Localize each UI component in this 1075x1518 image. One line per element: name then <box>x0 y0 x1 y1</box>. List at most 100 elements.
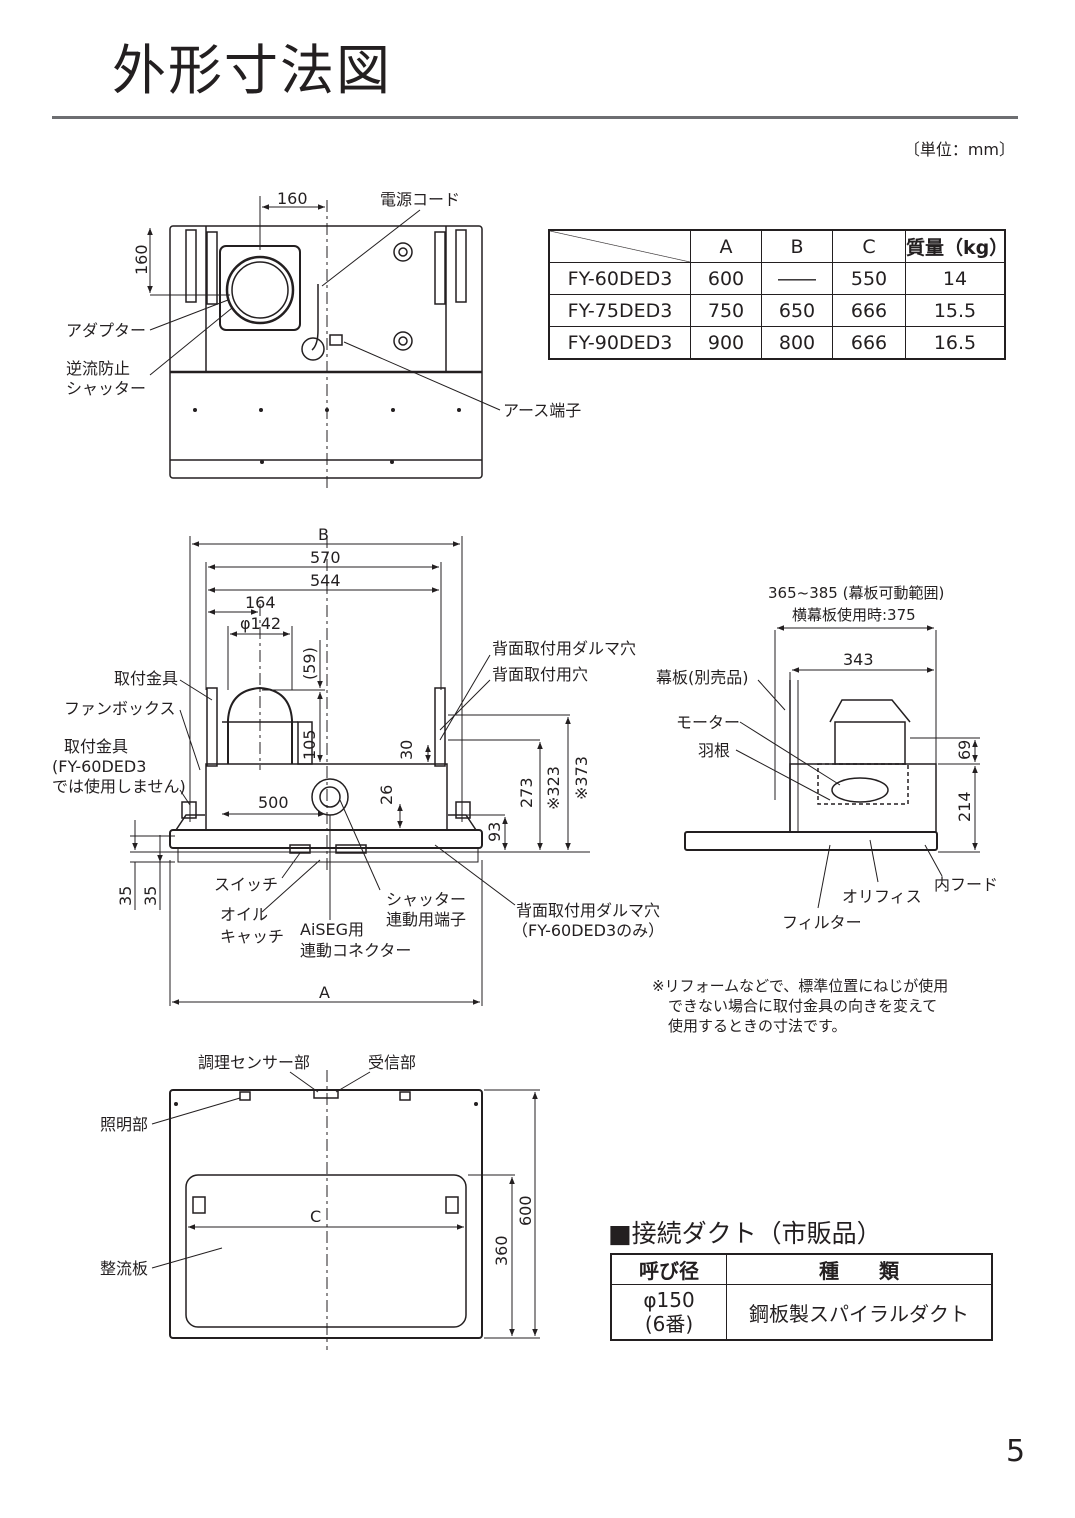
cell-mass: 15.5 <box>905 294 1006 327</box>
note-line-2: できない場合に取付金具の向きを変えて <box>668 997 938 1015</box>
label-bracket2-2: (FY-60DED3 <box>52 757 146 776</box>
duct-table: 呼び径 種 類 φ150 (6番) 鋼板製スパイラルダクト <box>610 1253 993 1341</box>
label-earth: アース端子 <box>503 401 581 420</box>
table-row: φ150 (6番) 鋼板製スパイラルダクト <box>610 1284 993 1341</box>
label-shutter-term-2: 連動用端子 <box>386 910 466 929</box>
cell-mass: 16.5 <box>905 326 1006 360</box>
dim-b: B <box>318 525 329 544</box>
label-switch: スイッチ <box>214 875 278 894</box>
label-baffle: 整流板 <box>100 1259 148 1278</box>
label-inner-hood: 内フード <box>934 875 998 894</box>
label-light: 照明部 <box>100 1115 148 1134</box>
duct-section-title: ■接続ダクト（市販品） <box>608 1219 882 1248</box>
label-panel: 幕板(別売品) <box>656 668 749 687</box>
dim-range-1: 365~385 (幕板可動範囲) <box>768 584 944 602</box>
label-sensor: 調理センサー部 <box>198 1053 310 1072</box>
dim-a: A <box>319 983 330 1002</box>
dim-30: 30 <box>397 740 416 760</box>
cell-b: 650 <box>761 294 833 327</box>
dim-373: ※373 <box>572 756 591 800</box>
cell-type: 鋼板製スパイラルダクト <box>726 1284 993 1341</box>
cell-c: 666 <box>832 326 906 360</box>
size-line-2: (6番) <box>644 1312 694 1336</box>
cell-model: FY-90DED3 <box>548 326 691 360</box>
spec-table: A B C 質量（kg） FY-60DED3 600 ―― 550 14 FY-… <box>548 229 1008 360</box>
dim-360: 360 <box>492 1235 511 1266</box>
front-view-labels: B 570 544 164 φ142 (59) 105 30 26 500 27… <box>52 525 664 1002</box>
dim-35-a: 35 <box>116 886 135 906</box>
dim-26: 26 <box>377 785 396 805</box>
bottom-view-labels: 調理センサー部 受信部 照明部 整流板 C 600 360 <box>100 1053 535 1278</box>
header-b: B <box>761 229 833 263</box>
label-rear-daruma2-1: 背面取付用ダルマ穴 <box>516 901 660 920</box>
label-motor: モーター <box>676 713 740 732</box>
dim-570: 570 <box>310 548 341 567</box>
dim-343: 343 <box>843 650 874 669</box>
page-number: 5 <box>1006 1434 1026 1469</box>
label-receiver: 受信部 <box>368 1053 416 1072</box>
dim-214: 214 <box>955 791 974 822</box>
label-shutter-term-1: シャッター <box>386 890 466 909</box>
cell-c: 550 <box>832 262 906 295</box>
note-line-1: ※リフォームなどで、標準位置にねじが使用 <box>652 977 949 995</box>
cell-c: 666 <box>832 294 906 327</box>
dim-93: 93 <box>485 822 504 842</box>
cell-a: 750 <box>690 294 762 327</box>
front-view <box>130 536 590 1006</box>
note-line-3: 使用するときの寸法です。 <box>668 1017 847 1035</box>
label-rear-daruma: 背面取付用ダルマ穴 <box>492 639 636 658</box>
duct-table-header: 呼び径 種 類 <box>610 1253 993 1285</box>
label-filter: フィルター <box>782 913 862 932</box>
label-aiseg-1: AiSEG用 <box>300 920 364 939</box>
dim-323: ※323 <box>544 766 563 810</box>
header-a: A <box>690 229 762 263</box>
cell-b: 800 <box>761 326 833 360</box>
header-c: C <box>832 229 906 263</box>
dim-164: 164 <box>245 593 276 612</box>
side-view <box>684 625 980 909</box>
dim-69: 69 <box>955 740 974 760</box>
dim-160-horizontal: 160 <box>277 189 308 208</box>
label-bracket: 取付金具 <box>114 669 178 688</box>
dim-59: (59) <box>300 647 319 680</box>
label-fanbox: ファンボックス <box>64 699 176 718</box>
header-type: 種 類 <box>726 1253 993 1285</box>
label-orifice: オリフィス <box>842 887 922 906</box>
cell-model: FY-75DED3 <box>548 294 691 327</box>
header-corner <box>548 229 691 263</box>
label-bracket2-1: 取付金具 <box>64 737 128 756</box>
cell-mass: 14 <box>905 262 1006 295</box>
size-line-1: φ150 <box>643 1288 695 1312</box>
table-row: FY-75DED3 750 650 666 15.5 <box>548 294 1006 327</box>
dim-273: 273 <box>517 777 536 808</box>
top-view-labels: 160 160 電源コード アダプター 逆流防止 シャッター アース端子 <box>66 189 581 420</box>
label-blade: 羽根 <box>698 741 730 760</box>
cell-size: φ150 (6番) <box>610 1284 727 1341</box>
spec-table-header: A B C 質量（kg） <box>548 229 1008 263</box>
dim-500: 500 <box>258 793 289 812</box>
dim-35-b: 35 <box>141 886 160 906</box>
dim-600: 600 <box>516 1195 535 1226</box>
unit-label: 〔単位：mm〕 <box>903 140 1015 159</box>
label-shutter-1: 逆流防止 <box>66 359 130 378</box>
title-divider <box>52 116 1018 119</box>
cell-b: ―― <box>761 262 833 295</box>
cell-model: FY-60DED3 <box>548 262 691 295</box>
dim-phi142: φ142 <box>240 614 281 633</box>
dim-c: C <box>310 1207 321 1226</box>
header-size: 呼び径 <box>610 1253 727 1285</box>
bottom-view <box>151 1070 540 1350</box>
dim-105: 105 <box>300 729 319 760</box>
label-adapter: アダプター <box>66 321 146 340</box>
top-view <box>147 196 501 490</box>
reform-note: ※リフォームなどで、標準位置にねじが使用 できない場合に取付金具の向きを変えて … <box>652 976 1012 1036</box>
label-bracket2-3: では使用しません) <box>52 777 186 796</box>
cell-a: 900 <box>690 326 762 360</box>
side-view-labels: 365~385 (幕板可動範囲) 横幕板使用時:375 343 69 214 幕… <box>656 584 998 932</box>
label-rear-daruma2-2: （FY-60DED3のみ） <box>512 921 664 940</box>
cell-a: 600 <box>690 262 762 295</box>
dim-544: 544 <box>310 571 341 590</box>
dim-160-vertical: 160 <box>132 244 151 275</box>
table-row: FY-90DED3 900 800 666 16.5 <box>548 326 1006 360</box>
